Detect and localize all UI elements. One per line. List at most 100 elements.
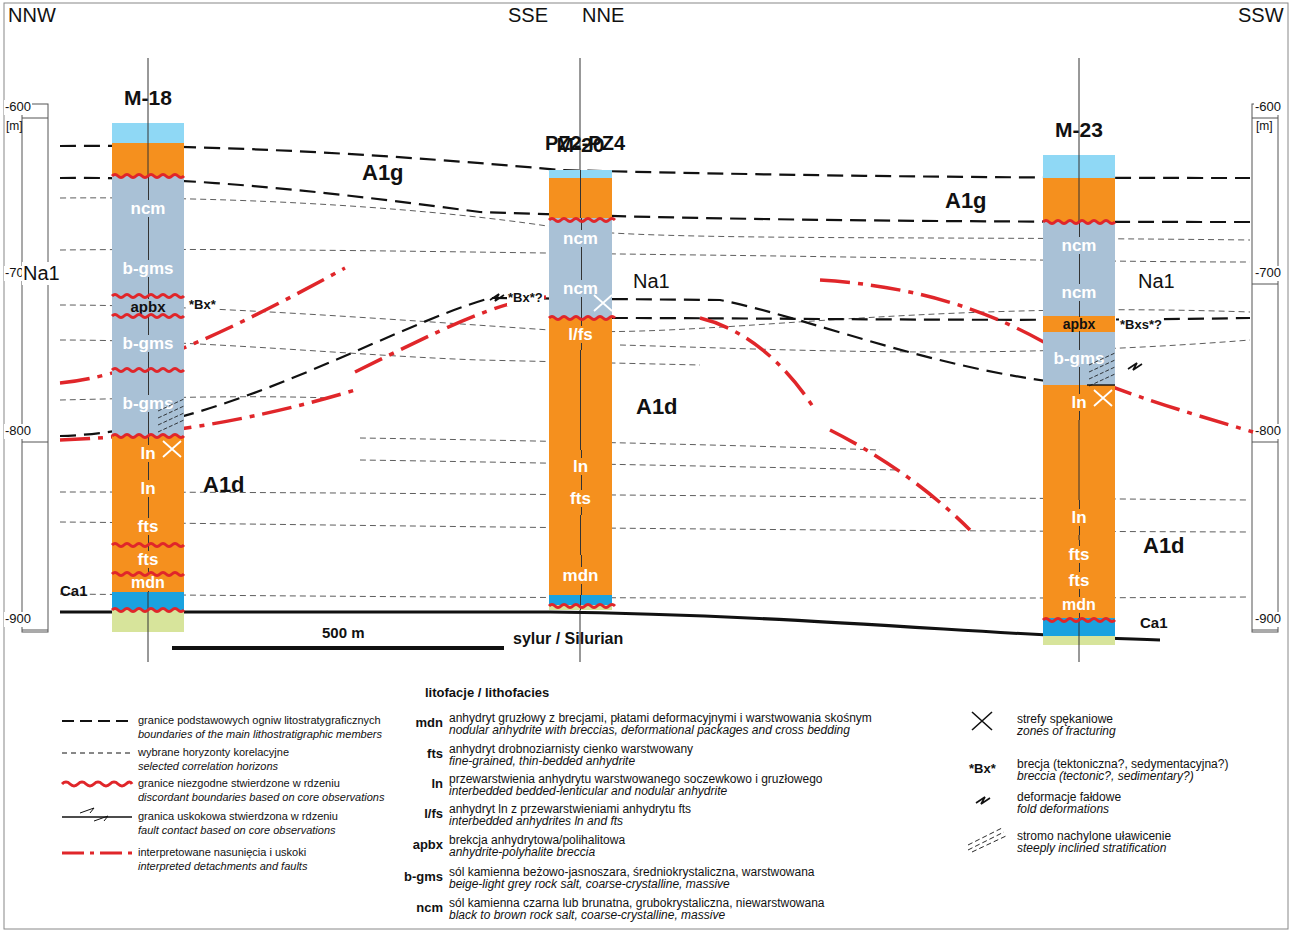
section-label: -700: [1254, 266, 1282, 281]
section-label: *Bx*: [969, 762, 996, 777]
legend-text: strefy spękaniowe: [1017, 713, 1113, 727]
section-label: steeply inclined stratification: [1017, 842, 1166, 856]
section-label: -800: [1254, 424, 1282, 439]
lithofacies-band: fts: [113, 545, 183, 574]
legend-text: deformacje fałdowe: [1017, 791, 1121, 805]
legend-text: stromo nachylone uławicenie: [1017, 830, 1171, 844]
section-label: fault contact based on core observations: [138, 824, 336, 837]
lithofacies-band: mdn: [1044, 592, 1114, 618]
section-label: discordant boundaries based on core obse…: [138, 791, 384, 804]
lithofacies-code: b-gms: [1052, 350, 1107, 367]
lithofacies-code: ncm: [561, 230, 600, 247]
section-label: PZ2-PZ4: [545, 132, 625, 155]
lithofacies-band: ncm: [113, 176, 183, 240]
section-label: selected correlation horizons: [138, 760, 278, 773]
section-label: Ca1: [1140, 614, 1168, 631]
section-label: A1d: [636, 394, 678, 419]
section-label: A1g: [362, 160, 404, 185]
lithofacies-code: b-gms: [121, 395, 176, 412]
section-label: litofacje / lithofacies: [425, 686, 549, 701]
section-label: Na1: [633, 270, 670, 293]
section-label: NNE: [582, 4, 624, 27]
legend-text: wybrane horyzonty korelacyjne: [138, 746, 289, 759]
section-label: breccia (tectonic?, sedimentary?): [1017, 770, 1194, 784]
lithofacies-band: apbx: [1044, 316, 1114, 332]
section-label: black to brown rock salt, coarse-crystal…: [449, 909, 725, 923]
lithofacies-band: ncm: [1044, 222, 1114, 268]
lithofacies-code: ln: [138, 480, 157, 497]
lithofacies-code: fts: [1067, 572, 1092, 589]
section-label: mdn: [416, 716, 443, 731]
section-label: [m]: [6, 120, 23, 134]
section-label: interbedded anhydrites ln and fts: [449, 815, 623, 829]
lithofacies-band: ncm: [550, 258, 611, 318]
section-label: -800: [4, 424, 32, 439]
lithofacies-band: b-gms: [1044, 332, 1114, 385]
borehole-column: M-20ncmncml/fslnftsmdn: [549, 170, 612, 610]
section-label: -900: [4, 612, 32, 627]
section-label: apbx: [413, 838, 443, 853]
section-label: anhydrite-polyhalite breccia: [449, 846, 595, 860]
lithofacies-band: b-gms: [113, 240, 183, 296]
section-label: -600: [1254, 100, 1282, 115]
section-label: zones of fracturing: [1017, 725, 1116, 739]
section-label: fts: [427, 747, 443, 762]
borehole-axes: [148, 58, 1079, 662]
lithofacies-code: fts: [136, 551, 161, 568]
lithofacies-code: apbx: [128, 299, 167, 314]
lithofacies-code: ncm: [1060, 284, 1099, 301]
section-label: NNW: [8, 4, 56, 27]
section-label: ncm: [416, 901, 443, 916]
lithofacies-band: ncm: [1044, 268, 1114, 316]
lithofacies-band: apbx: [113, 296, 183, 316]
lithofacies-code: ln: [1069, 509, 1088, 526]
borehole-name: M-23: [1055, 118, 1103, 142]
section-label: *Bxs*?: [1119, 318, 1163, 333]
fold-symbol: [1128, 363, 1142, 370]
section-label: Ca1: [60, 582, 88, 599]
scale-bar: [172, 646, 504, 650]
lithofacies-band: fts: [1044, 568, 1114, 592]
section-label: -600: [4, 100, 32, 115]
legend-text: granice podstawowych ogniw litostratygra…: [138, 714, 381, 727]
frame: [4, 3, 1288, 929]
lithofacies-code: apbx: [1061, 317, 1098, 331]
lithofacies-band: l/fs: [550, 318, 611, 350]
section-label: fine-grained, thin-bedded anhydrite: [449, 755, 635, 769]
section-label: Na1: [1138, 270, 1175, 293]
lithofacies-code: fts: [568, 490, 593, 507]
lithofacies-code: ln: [1069, 394, 1088, 411]
section-label: A1d: [1143, 533, 1185, 558]
section-label: sylur / Silurian: [513, 630, 623, 648]
lithofacies-code: ncm: [129, 200, 168, 217]
legend-samples: [62, 712, 1006, 853]
section-label: beige-light grey rock salt, coarse-cryst…: [449, 878, 730, 892]
borehole-column: M-23ncmncmapbxb-gmslnlnftsftsmdn: [1043, 155, 1115, 645]
section-label: nodular anhydrite with breccias, deforma…: [449, 724, 850, 738]
section-label: boundaries of the main lithostratigraphi…: [138, 728, 382, 741]
section-label: [m]: [1256, 120, 1273, 134]
lithofacies-band: fts: [1044, 540, 1114, 568]
lithofacies-code: ncm: [1060, 237, 1099, 254]
lithofacies-code: ln: [138, 445, 157, 462]
lithofacies-band: ln fts: [550, 450, 611, 515]
lithofacies-band: ln: [113, 436, 183, 470]
lithofacies-code: ncm: [561, 280, 600, 297]
section-label: *Bx*: [188, 298, 217, 313]
section-label: interpreted detachments and faults: [138, 860, 307, 873]
section-label: A1g: [945, 188, 987, 213]
section-label: A1d: [203, 472, 245, 497]
lithofacies-band: b-gms: [113, 316, 183, 370]
lithofacies-band: mdn: [113, 574, 183, 592]
section-label: -900: [1254, 612, 1282, 627]
legend-text: granica uskokowa stwierdzona w rdzeniu: [138, 810, 338, 823]
lithofacies-band: ln: [1044, 385, 1114, 420]
depth-rulers: [22, 104, 1278, 632]
lithofacies-band: b-gms: [113, 370, 183, 436]
section-label: 500 m: [322, 624, 365, 641]
section-label: *Bx*?: [507, 291, 544, 306]
lithofacies-code: b-gms: [121, 260, 176, 277]
legend-text: granice niezgodne stwierdzone w rdzeniu: [138, 777, 340, 790]
lithofacies-code: ln: [571, 458, 590, 475]
lithofacies-code: fts: [136, 518, 161, 535]
